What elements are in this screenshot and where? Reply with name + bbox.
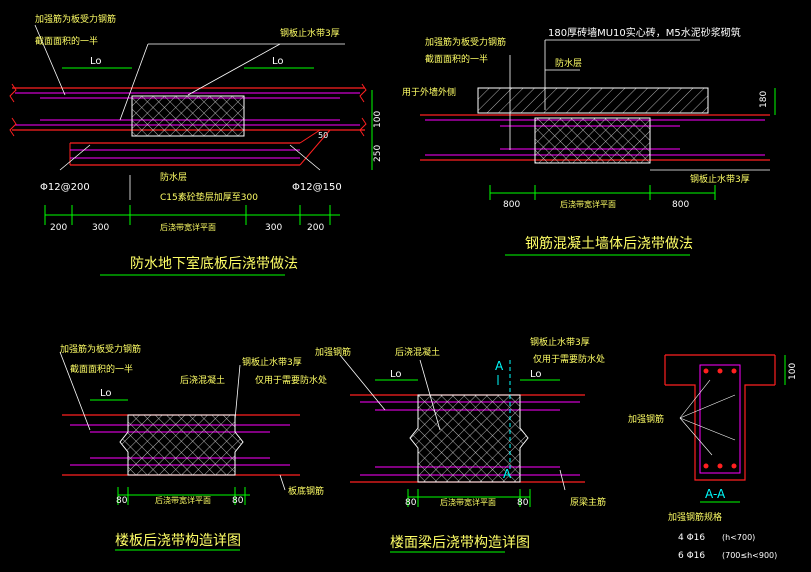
d4-section-mark-right: A [503, 467, 512, 481]
d2-note-rebar2: 截面面积的一半 [425, 53, 488, 65]
d2-note-rebar: 加强筋为板受力钢筋 [425, 36, 506, 48]
d5-spec1: 4 Φ16 [678, 533, 705, 543]
d3-waterstop-note: 仅用于需要防水处 [255, 374, 327, 386]
d5-dim-100: 100 [788, 363, 798, 380]
d3-post-concrete: 后浇混凝土 [180, 374, 225, 386]
d5-title: A-A [705, 487, 726, 501]
d2-waterproof: 防水层 [555, 57, 582, 69]
d1-title: 防水地下室底板后浇带做法 [130, 255, 298, 272]
d4-dim-2: 80 [517, 498, 529, 508]
d1-dim-4: 200 [307, 223, 324, 233]
d4-section-mark-left: A [495, 359, 504, 373]
d2-outer-wall: 用于外墙外侧 [402, 86, 456, 98]
d5-spec2: 6 Φ16 [678, 551, 705, 561]
d1-dim-100: 100 [373, 111, 383, 128]
d1-lo-left: Lo [90, 56, 102, 67]
d1-bar-right: Φ12@150 [292, 182, 342, 193]
d3-lo: Lo [100, 388, 112, 399]
d3-waterstop: 钢板止水带3厚 [242, 356, 302, 368]
d2-waterstop: 钢板止水带3厚 [690, 173, 750, 185]
d2-dim-2: 800 [672, 200, 689, 210]
d1-dim-2: 后浇带宽详平面 [160, 222, 216, 232]
d5-spec2-cond: (700≤h<900) [722, 551, 777, 560]
d4-beam-rebar: 原梁主筋 [570, 496, 606, 508]
d4-dim-0: 80 [405, 498, 417, 508]
d1-dim-3: 300 [265, 223, 282, 233]
d3-dim-1: 后浇带宽详平面 [155, 495, 211, 505]
d3-note-rebar2: 截面面积的一半 [70, 363, 133, 375]
d5-note-rebar: 加强钢筋 [628, 413, 664, 425]
d2-title: 钢筋混凝土墙体后浇带做法 [525, 235, 693, 252]
d4-post-concrete: 后浇混凝土 [395, 346, 440, 358]
diagram-floor-slab [59, 351, 300, 551]
d3-dim-2: 80 [232, 496, 244, 506]
d1-note-rebar: 加强筋为板受力钢筋 [35, 13, 116, 25]
diagram-floor-beam [339, 354, 585, 553]
d2-dim-0: 800 [503, 200, 520, 210]
d4-note-rebar: 加强钢筋 [315, 346, 351, 358]
d1-note-rebar2: 截面面积的一半 [35, 35, 98, 47]
d2-dim-1: 后浇带宽详平面 [560, 199, 616, 209]
d1-bar-left: Φ12@200 [40, 182, 90, 193]
d1-dim-0: 200 [50, 223, 67, 233]
d5-spec1-cond: (h<700) [722, 533, 755, 542]
d4-dim-1: 后浇带宽详平面 [440, 497, 496, 507]
d5-spec-title: 加强钢筋规格 [668, 511, 722, 523]
d1-cushion: C15素砼垫层加厚至300 [160, 191, 258, 203]
d2-dim-180: 180 [759, 91, 769, 108]
d4-waterstop: 钢板止水带3厚 [530, 336, 590, 348]
diagram-basement-slab [9, 24, 373, 276]
diagram-section-aa [664, 354, 786, 503]
d1-dim-250: 250 [373, 145, 383, 162]
d3-dim-0: 80 [116, 496, 128, 506]
d4-waterstop-note: 仅用于需要防水处 [533, 353, 605, 365]
d4-lo-right: Lo [530, 369, 542, 380]
d4-lo-left: Lo [390, 369, 402, 380]
d3-title: 楼板后浇带构造详图 [115, 533, 241, 549]
d2-note-wall: 180厚砖墙MU10实心砖，M5水泥砂浆砌筑 [548, 26, 741, 39]
diagram-concrete-wall [420, 39, 776, 256]
d1-dim-1: 300 [92, 223, 109, 233]
d3-slab-rebar: 板底钢筋 [288, 485, 324, 497]
d1-note-waterstop: 钢板止水带3厚 [280, 27, 340, 39]
d1-lo-right: Lo [272, 56, 284, 67]
d3-note-rebar: 加强筋为板受力钢筋 [60, 343, 141, 355]
d1-waterproof: 防水层 [160, 171, 187, 183]
d1-dim-50: 50 [318, 131, 328, 140]
d4-title: 楼面梁后浇带构造详图 [390, 535, 530, 551]
